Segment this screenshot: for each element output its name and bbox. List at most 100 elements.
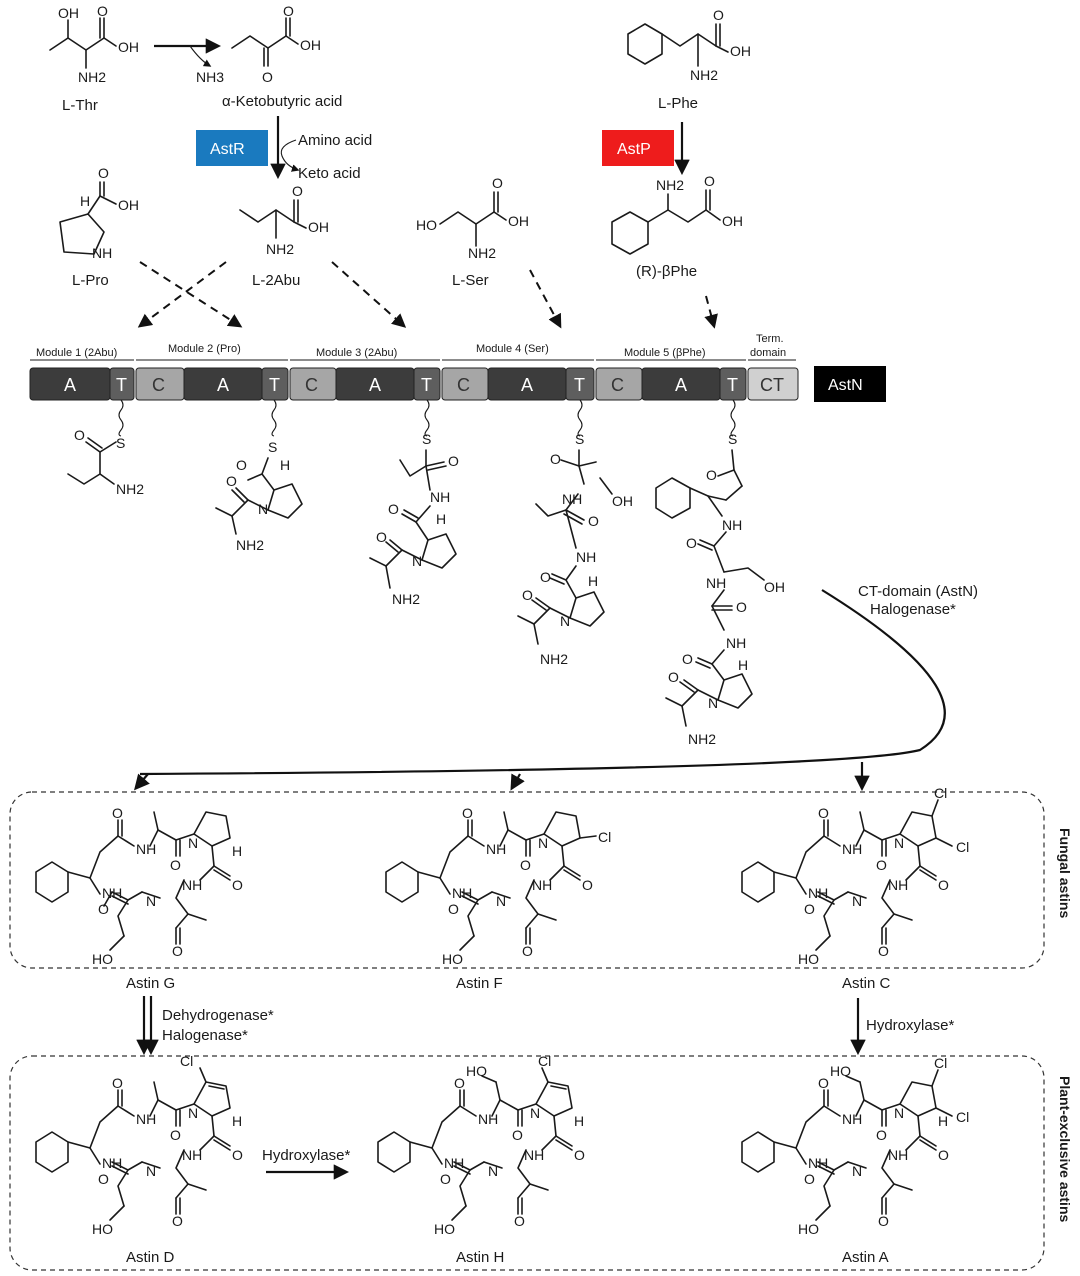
atom-nh: NH xyxy=(842,841,862,857)
atom-nh: NH xyxy=(722,517,742,533)
atom-ho: HO xyxy=(830,1063,851,1079)
atom-n: N xyxy=(258,501,268,517)
astin-d-structure: Cl O NH O N H O NH NH N O O HO xyxy=(35,1053,243,1237)
l-phe-label: L-Phe xyxy=(658,95,698,112)
atom-o: O xyxy=(74,427,85,443)
atom-o: O xyxy=(736,599,747,615)
atom-nh2: NH2 xyxy=(690,67,718,83)
atom-ho: HO xyxy=(798,951,819,967)
atom-o: O xyxy=(283,3,294,19)
atom-oh: OH xyxy=(722,213,743,229)
atom-o: O xyxy=(878,943,889,959)
plant-astins-box xyxy=(9,1055,1045,1271)
atom-o: O xyxy=(172,1213,183,1229)
atom-s: S xyxy=(268,439,277,455)
domain-a-label: A xyxy=(521,375,533,395)
l-ser-structure: HO O OH NH2 xyxy=(416,175,529,261)
astp-enzyme-box xyxy=(602,130,674,166)
module-2-label: Module 2 (Pro) xyxy=(168,343,241,355)
plant-astins-label: Plant-exclusive astins xyxy=(1057,1076,1073,1223)
domain-t xyxy=(261,367,289,401)
atom-o: O xyxy=(172,943,183,959)
atom-h: H xyxy=(436,511,446,527)
astin-c-structure: O NH O N Cl Cl O NH NH N O O HO xyxy=(741,785,969,967)
atom-o: O xyxy=(448,453,459,469)
atom-nh: NH xyxy=(444,1155,464,1171)
atom-o: O xyxy=(236,457,247,473)
atom-o: O xyxy=(97,3,108,19)
atom-o: O xyxy=(232,1147,243,1163)
domain-t-label: T xyxy=(269,375,280,395)
domain-c-label: C xyxy=(305,375,318,395)
atom-h: H xyxy=(588,573,598,589)
tether-3 xyxy=(424,399,430,437)
atom-o: O xyxy=(462,805,473,821)
domain-a-label: A xyxy=(64,375,76,395)
atom-o: O xyxy=(588,513,599,529)
atom-n: N xyxy=(146,1163,156,1179)
atom-nh2: NH2 xyxy=(688,731,716,747)
atom-h: H xyxy=(938,1113,948,1129)
atom-nh: NH xyxy=(102,1155,122,1171)
atom-o: O xyxy=(440,1171,451,1187)
astin-d-label: Astin D xyxy=(126,1249,175,1266)
l-2abu-structure: O OH NH2 xyxy=(239,183,329,257)
module-3-label: Module 3 (2Abu) xyxy=(316,347,397,359)
atom-ho: HO xyxy=(798,1221,819,1237)
atom-o: O xyxy=(938,1147,949,1163)
atom-o: O xyxy=(876,857,887,873)
atom-oh: OH xyxy=(300,37,321,53)
astin-a-structure: HO Cl Cl O NH O N H O NH NH N O O HO xyxy=(741,1055,969,1237)
atom-nh: NH xyxy=(136,1111,156,1127)
ketobutyric-acid-label: α-Ketobutyric acid xyxy=(222,93,342,110)
r-bphe-label: (R)-βPhe xyxy=(636,263,697,280)
atom-o: O xyxy=(818,1075,829,1091)
atom-o: O xyxy=(112,1075,123,1091)
atom-nh: NH xyxy=(842,1111,862,1127)
domain-a-label: A xyxy=(217,375,229,395)
atom-oh: OH xyxy=(118,197,139,213)
atom-o: O xyxy=(514,1213,525,1229)
dash-arrow-abu-module3 xyxy=(331,261,407,328)
halogenase-label: Halogenase* xyxy=(870,601,956,618)
astin-g-structure: O NH O N H O NH NH N O O HO xyxy=(35,805,243,967)
atom-o: O xyxy=(876,1127,887,1143)
atom-o: O xyxy=(582,877,593,893)
astn-label: AstN xyxy=(828,377,863,394)
atom-o: O xyxy=(686,535,697,551)
intermediate-1-structure: S O NH2 xyxy=(67,427,144,497)
atom-o: O xyxy=(540,569,551,585)
domain-c-label: C xyxy=(152,375,165,395)
atom-o: O xyxy=(550,451,561,467)
atom-ho: HO xyxy=(434,1221,455,1237)
l-phe-structure: O OH NH2 xyxy=(627,7,751,83)
atom-cl: Cl xyxy=(934,1055,947,1071)
atom-h: H xyxy=(80,193,90,209)
atom-s: S xyxy=(728,431,737,447)
intermediate-4-structure: S O NH OH O NH O H N O NH2 xyxy=(517,431,633,667)
atom-nh2: NH2 xyxy=(78,69,106,85)
ketobutyric-acid-structure: O O OH xyxy=(231,3,321,85)
atom-o: O xyxy=(706,467,717,483)
astp-label: AstP xyxy=(617,141,651,158)
domain-t-label: T xyxy=(116,375,127,395)
atom-o: O xyxy=(818,805,829,821)
atom-nh: NH xyxy=(136,841,156,857)
halogenase-step-label: Halogenase* xyxy=(162,1027,248,1044)
atom-n: N xyxy=(530,1105,540,1121)
nh3-label: NH3 xyxy=(196,69,224,85)
atom-o: O xyxy=(170,1127,181,1143)
atom-nh: NH xyxy=(478,1111,498,1127)
atom-h: H xyxy=(232,1113,242,1129)
atom-cl: Cl xyxy=(180,1053,193,1069)
atom-nh2: NH2 xyxy=(392,591,420,607)
l-thr-label: L-Thr xyxy=(62,97,98,114)
hydroxylase-right-label: Hydroxylase* xyxy=(866,1017,955,1034)
atom-h: H xyxy=(574,1113,584,1129)
atom-hn: NH xyxy=(182,877,202,893)
ct-domain-label: CT-domain (AstN) xyxy=(858,583,978,600)
atom-o: O xyxy=(878,1213,889,1229)
atom-h: H xyxy=(738,657,748,673)
atom-n: N xyxy=(894,835,904,851)
atom-cl: Cl xyxy=(934,785,947,801)
